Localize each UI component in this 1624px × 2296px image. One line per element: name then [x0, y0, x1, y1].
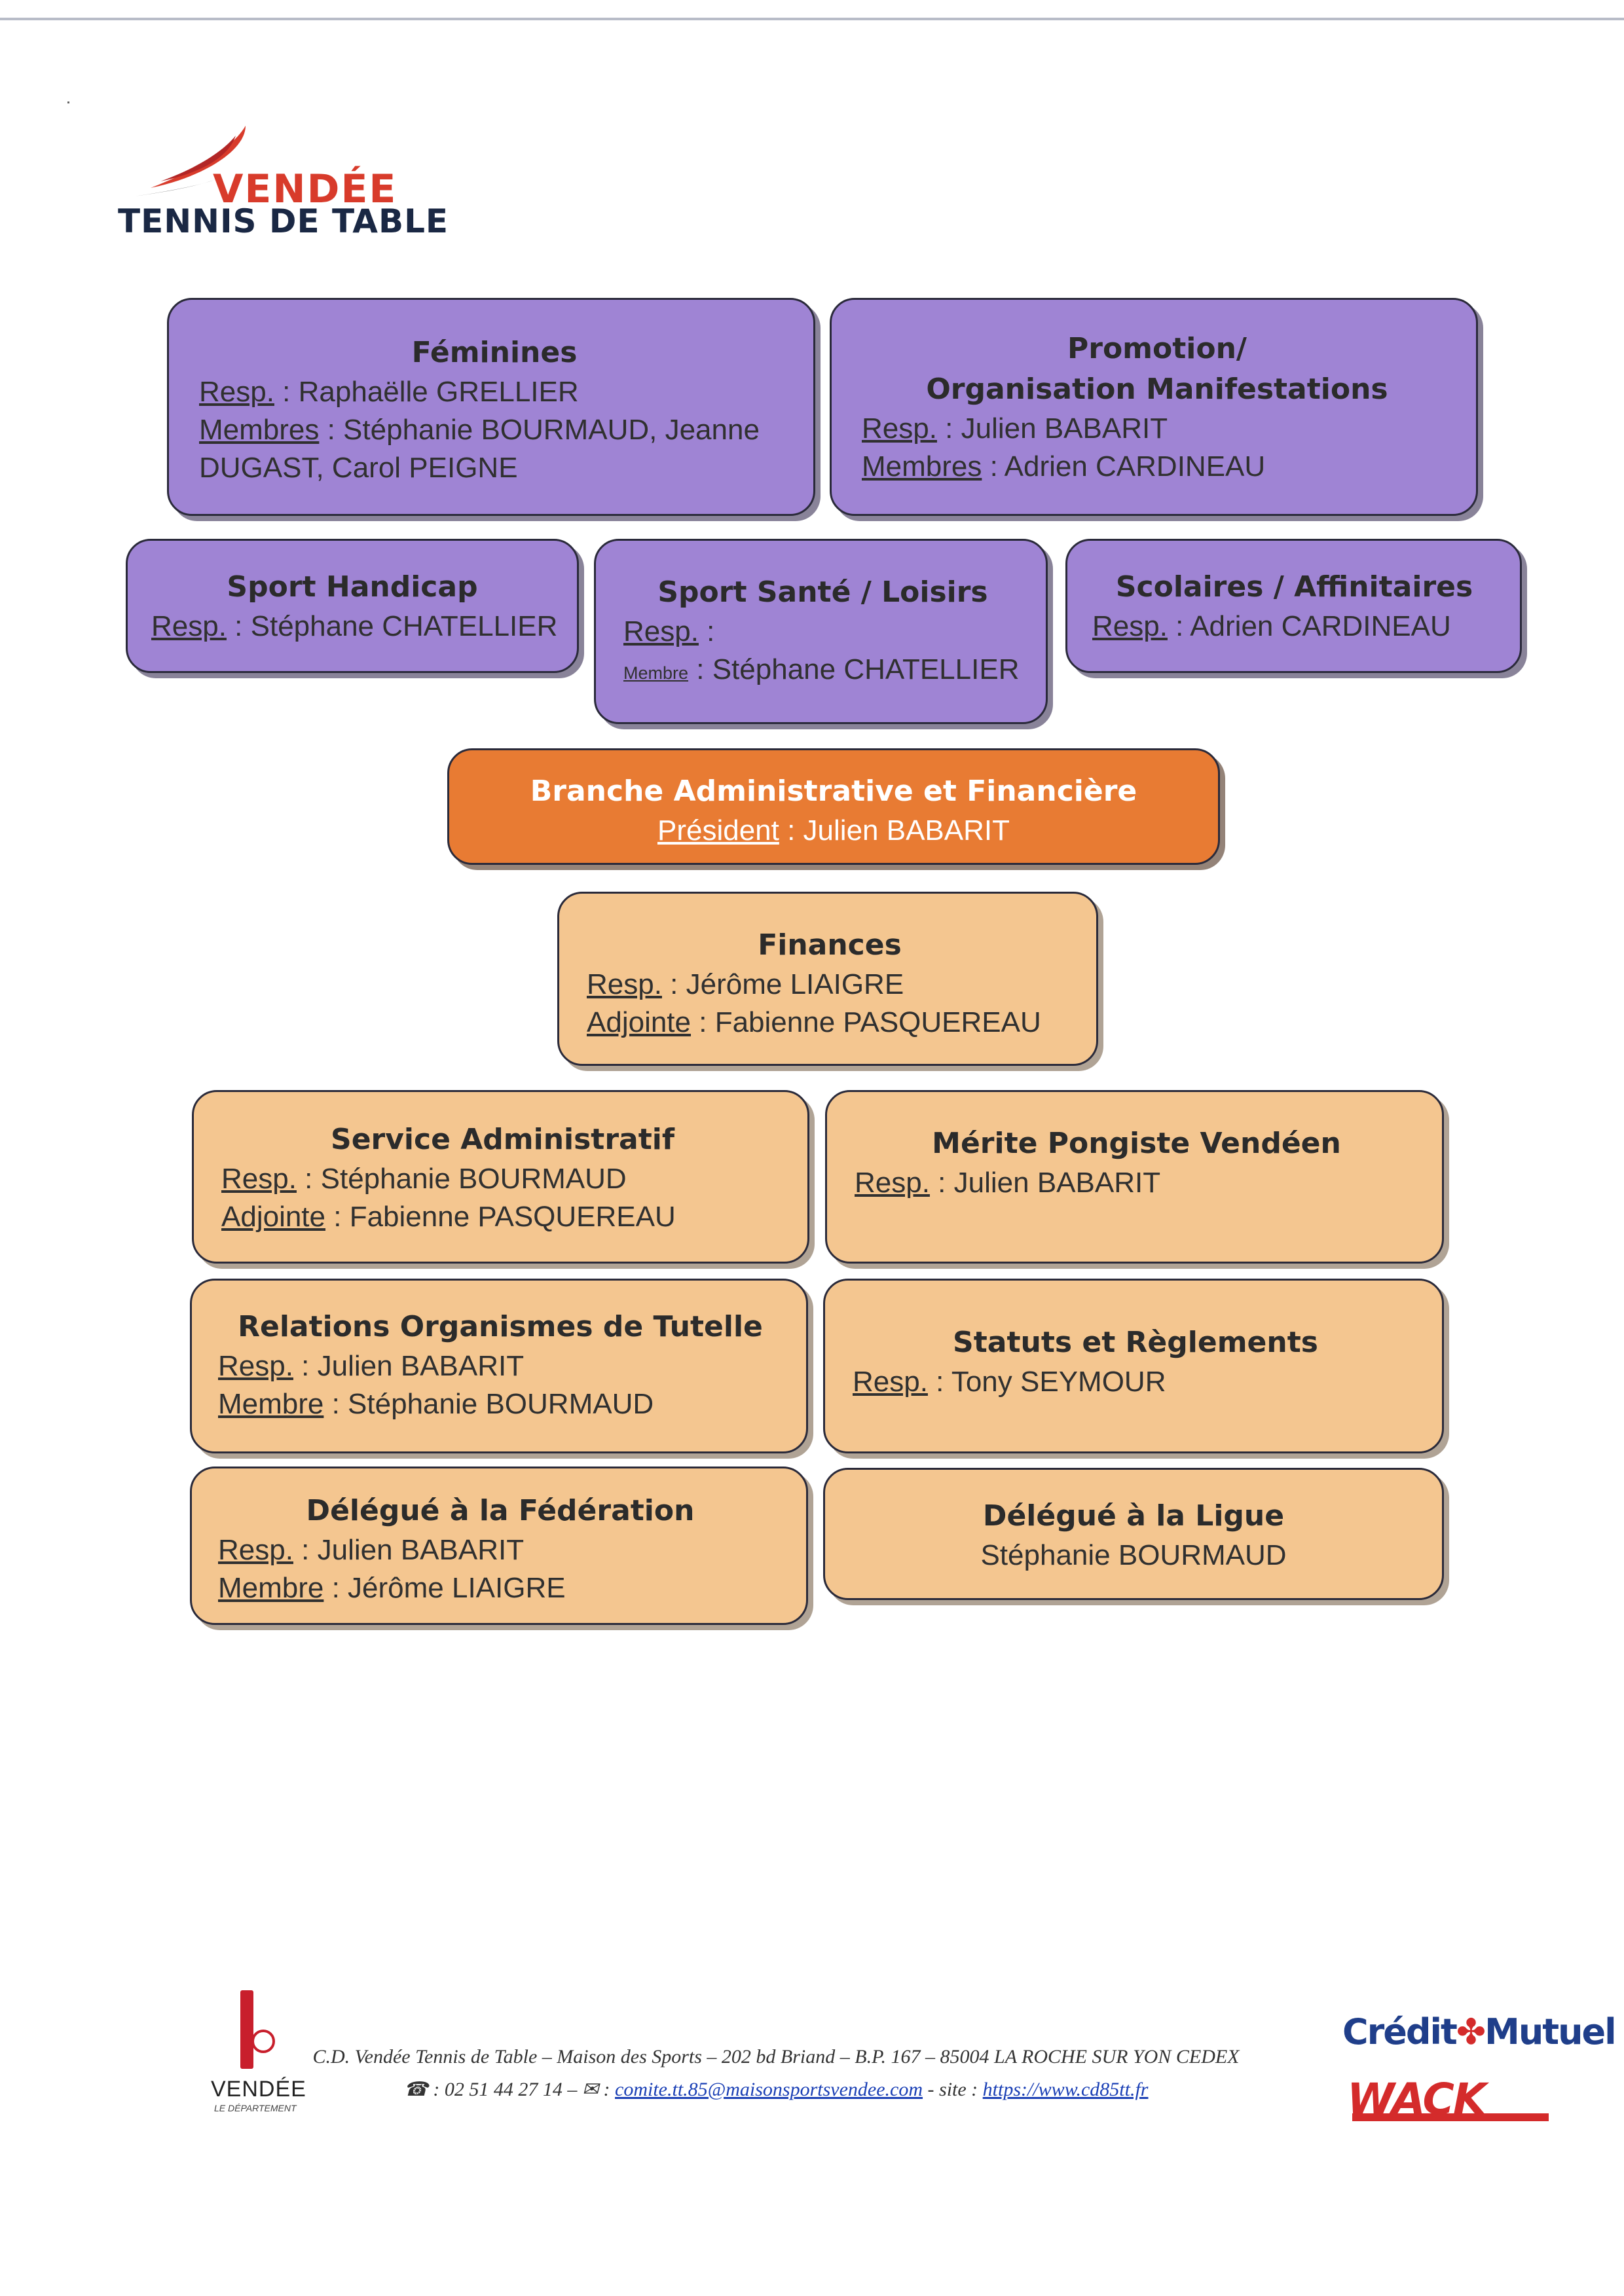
membres-label: Membres — [862, 450, 982, 483]
resp-label: Resp. — [221, 1163, 297, 1195]
credit-mutuel-logo: Crédit✤Mutuel — [1342, 2011, 1617, 2052]
adjointe-value: : Fabienne PASQUEREAU — [325, 1201, 676, 1233]
resp-value: : Adrien CARDINEAU — [1167, 610, 1451, 642]
box-merite-pongiste: Mérite Pongiste Vendéen Resp. : Julien B… — [825, 1090, 1444, 1264]
logo-circle-icon — [251, 2030, 275, 2053]
box-branche-administrative: Branche Administrative et Financière Pré… — [447, 748, 1220, 865]
membre-value: : Jérôme LIAIGRE — [323, 1572, 566, 1604]
box-statuts-reglements: Statuts et Règlements Resp. : Tony SEYMO… — [823, 1279, 1444, 1453]
vendee-logo-subtext: LE DÉPARTEMENT — [214, 2103, 297, 2113]
box-title: Délégué à la Ligue — [982, 1499, 1285, 1533]
membre-value: : Stéphanie BOURMAUD — [323, 1388, 654, 1420]
membre-label: Membre — [218, 1572, 324, 1604]
membre-value: : Stéphane CHATELLIER — [688, 653, 1020, 685]
wack-logo-bar — [1352, 2113, 1549, 2121]
resp-value: : Julien BABARIT — [929, 1167, 1161, 1199]
resp-label: Resp. — [218, 1534, 293, 1566]
box-title: Service Administratif — [331, 1123, 674, 1156]
president-value: : Julien BABARIT — [779, 814, 1010, 847]
box-title: Délégué à la Fédération — [306, 1494, 695, 1527]
resp-value: : Stéphane CHATELLIER — [226, 610, 558, 642]
resp-label: Resp. — [623, 615, 699, 647]
resp-label: Resp. — [151, 610, 227, 642]
credit-mutuel-mark-icon: ✤ — [1456, 2011, 1486, 2052]
box-title: Branche Administrative et Financière — [530, 774, 1137, 808]
resp-value: : Jérôme LIAIGRE — [661, 968, 904, 1000]
resp-value: : — [698, 615, 715, 647]
logo-bar-icon — [240, 1990, 253, 2069]
box-title: Statuts et Règlements — [953, 1326, 1318, 1359]
box-title: Relations Organismes de Tutelle — [238, 1310, 763, 1343]
credit-mutuel-text-1: Crédit — [1342, 2011, 1458, 2052]
box-promotion: Promotion/ Organisation Manifestations R… — [830, 298, 1478, 516]
resp-label: Resp. — [1092, 610, 1168, 642]
resp-value: : Raphaëlle GRELLIER — [274, 376, 579, 408]
box-title: Féminines — [411, 336, 578, 369]
box-title: Finances — [758, 928, 902, 962]
box-title: Sport Handicap — [227, 570, 478, 604]
footer-phone: ☎ : 02 51 44 27 14 – ✉ : — [403, 2079, 616, 2100]
box-title: Sport Santé / Loisirs — [657, 575, 988, 609]
footer-site-link[interactable]: https://www.cd85tt.fr — [982, 2079, 1149, 2100]
box-delegue-ligue: Délégué à la Ligue Stéphanie BOURMAUD — [823, 1468, 1444, 1600]
resp-value: : Julien BABARIT — [936, 412, 1168, 445]
footer-address: C.D. Vendée Tennis de Table – Maison des… — [312, 2046, 1240, 2068]
resp-label: Resp. — [862, 412, 937, 445]
vendee-tennis-de-table-logo: VENDÉE TENNIS DE TABLE — [115, 126, 448, 240]
top-border-line — [0, 18, 1624, 20]
box-service-administratif: Service Administratif Resp. : Stéphanie … — [192, 1090, 809, 1264]
membres-label: Membres — [199, 414, 320, 446]
president-label: Président — [657, 814, 779, 847]
logo-vendee-text: VENDÉE — [213, 166, 397, 212]
resp-label: Resp. — [587, 968, 662, 1000]
footer-contact: C.D. Vendée Tennis de Table – Maison des… — [288, 2041, 1264, 2106]
adjointe-label: Adjointe — [221, 1201, 326, 1233]
resp-label: Resp. — [199, 376, 274, 408]
resp-value: : Stéphanie BOURMAUD — [296, 1163, 627, 1195]
box-delegue-federation: Délégué à la Fédération Resp. : Julien B… — [190, 1467, 808, 1625]
box-sport-sante-loisirs: Sport Santé / Loisirs Resp. : Membre : S… — [594, 539, 1048, 724]
footer-site-prefix: - site : — [923, 2079, 983, 2100]
adjointe-value: : Fabienne PASQUEREAU — [691, 1006, 1041, 1038]
box-title: Scolaires / Affinitaires — [1115, 570, 1473, 604]
box-title: Promotion/ — [1067, 332, 1247, 365]
box-finances: Finances Resp. : Jérôme LIAIGRE Adjointe… — [557, 892, 1098, 1066]
vendee-departement-logo: VENDÉE LE DÉPARTEMENT — [211, 1990, 309, 2113]
box-scolaires-affinitaires: Scolaires / Affinitaires Resp. : Adrien … — [1065, 539, 1522, 673]
membre-label: Membre — [623, 663, 689, 683]
adjointe-label: Adjointe — [587, 1006, 692, 1038]
footer-contact-line: ☎ : 02 51 44 27 14 – ✉ : comite.tt.85@ma… — [288, 2073, 1264, 2106]
resp-label: Resp. — [218, 1350, 293, 1382]
resp-value: : Tony SEYMOUR — [927, 1366, 1166, 1398]
vendee-logo-text: VENDÉE — [211, 2077, 306, 2102]
footer-email-link[interactable]: comite.tt.85@maisonsportsvendee.com — [615, 2079, 923, 2100]
resp-value: : Julien BABARIT — [293, 1350, 525, 1382]
logo-tennis-de-table-text: TENNIS DE TABLE — [118, 202, 449, 240]
credit-mutuel-text-2: Mutuel — [1485, 2011, 1617, 2052]
resp-label: Resp. — [853, 1366, 928, 1398]
membres-value: : Stéphanie BOURMAUD, Jeanne DUGAST, Car… — [199, 414, 760, 484]
membre-label: Membre — [218, 1388, 324, 1420]
scan-dot — [67, 101, 69, 103]
box-relations-organismes: Relations Organismes de Tutelle Resp. : … — [190, 1279, 808, 1453]
membres-value: : Adrien CARDINEAU — [982, 450, 1266, 483]
resp-label: Resp. — [855, 1167, 930, 1199]
delegue-ligue-name: Stéphanie BOURMAUD — [980, 1539, 1287, 1571]
box-title-line2: Organisation Manifestations — [926, 373, 1388, 406]
resp-value: : Julien BABARIT — [293, 1534, 525, 1566]
box-title: Mérite Pongiste Vendéen — [932, 1127, 1341, 1160]
box-sport-handicap: Sport Handicap Resp. : Stéphane CHATELLI… — [126, 539, 579, 673]
box-feminines: Féminines Resp. : Raphaëlle GRELLIER Mem… — [167, 298, 815, 516]
